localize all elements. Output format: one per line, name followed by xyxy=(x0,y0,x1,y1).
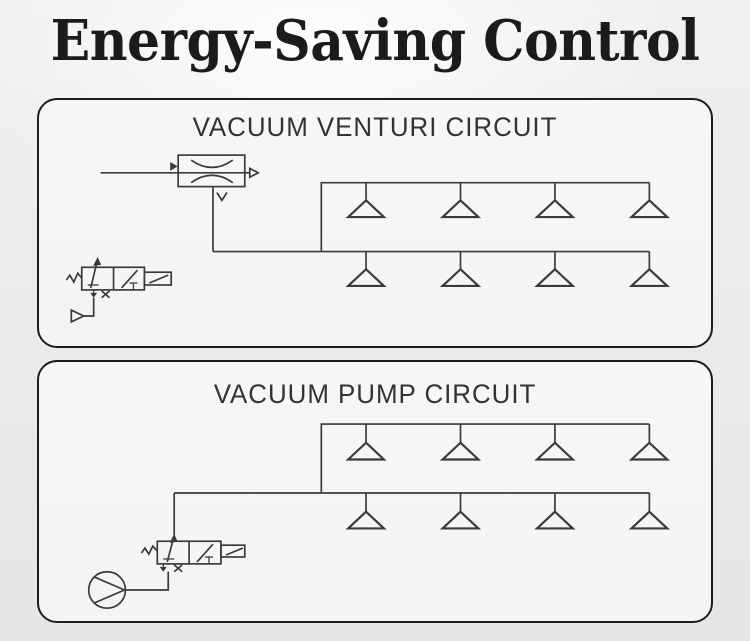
valve-actuator-icon xyxy=(143,271,173,286)
panel-title-venturi: VACUUM VENTURI CIRCUIT xyxy=(192,112,558,142)
inlet-arrow-icon xyxy=(170,161,178,171)
suction-cup-icon xyxy=(345,182,387,219)
pipe-network xyxy=(212,181,650,253)
venturi-circuit-diagram xyxy=(65,154,671,324)
exhaust-arrow-icon xyxy=(216,192,228,202)
spring-icon xyxy=(140,544,158,556)
exhaust-silencer-icon xyxy=(70,297,95,324)
suction-cup-icon xyxy=(628,424,671,461)
suction-cup-icon xyxy=(628,182,671,219)
suction-cup-icon xyxy=(345,424,387,461)
suction-cup-array xyxy=(345,182,671,288)
suction-cup-icon xyxy=(345,251,387,288)
panel-title-pump: VACUUM PUMP CIRCUIT xyxy=(213,379,537,409)
suction-cup-icon xyxy=(534,182,576,219)
spring-icon xyxy=(65,271,83,284)
suction-cup-icon xyxy=(534,492,576,530)
manual-3-2-valve-icon xyxy=(65,256,173,299)
manual-3-2-valve-icon xyxy=(140,533,246,573)
suction-cup-icon xyxy=(534,424,576,461)
suction-cup-icon xyxy=(628,492,671,530)
venturi-nozzle-top xyxy=(190,159,234,169)
vacuum-pump-icon xyxy=(87,570,170,610)
pipe-network xyxy=(173,423,650,542)
suction-cup-icon xyxy=(439,182,482,219)
suction-cup-icon xyxy=(345,492,387,530)
suction-cup-icon xyxy=(439,251,482,288)
blocked-port-icon xyxy=(101,290,111,299)
page-title: Energy-Saving Control xyxy=(50,8,700,74)
suction-cup-icon xyxy=(439,424,482,461)
suction-cup-array xyxy=(345,424,671,530)
blocked-port-icon xyxy=(173,564,183,573)
suction-cup-icon xyxy=(628,251,671,288)
port-arrow-icon xyxy=(90,292,98,298)
port-arrow-icon xyxy=(159,566,167,572)
pump-circuit-diagram xyxy=(87,423,671,610)
panel-venturi-circuit: VACUUM VENTURI CIRCUIT xyxy=(37,98,713,348)
panel-pump-circuit: VACUUM PUMP CIRCUIT xyxy=(37,360,713,623)
suction-cup-icon xyxy=(534,251,576,288)
valve-actuator-icon xyxy=(220,544,246,558)
upper-manifold xyxy=(320,423,650,493)
suction-cup-icon xyxy=(439,492,482,530)
outlet-arrow-icon xyxy=(248,166,261,179)
venturi-ejector-icon xyxy=(100,154,261,202)
venturi-nozzle-bottom xyxy=(190,174,234,184)
upper-manifold xyxy=(320,181,650,252)
